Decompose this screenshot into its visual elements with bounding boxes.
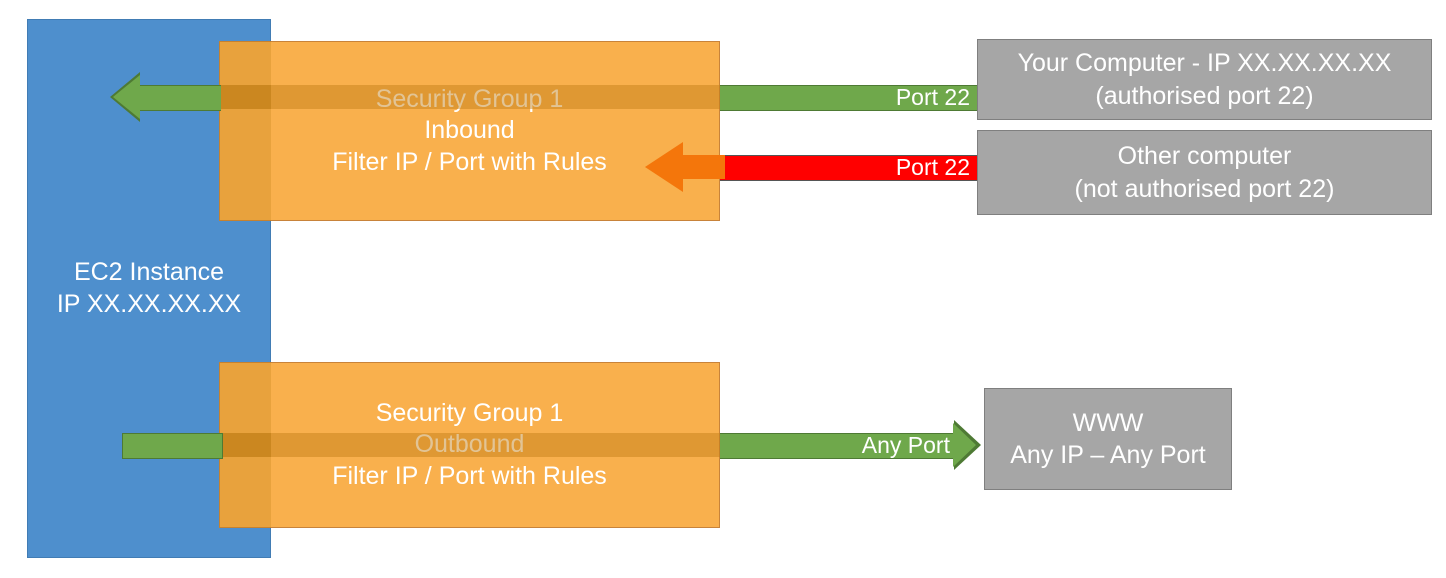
ec2-instance-label-line2: IP XX.XX.XX.XX xyxy=(56,289,242,318)
blocked-inbound-arrowhead xyxy=(645,142,683,192)
allowed-outbound-shaft-left xyxy=(122,433,223,459)
blocked-inbound-shaft xyxy=(720,155,977,181)
sg-outbound-line3: Filter IP / Port with Rules xyxy=(332,461,607,490)
allowed-outbound-shaft-right xyxy=(720,433,955,459)
sg-inbound-line1: Security Group 1 xyxy=(375,85,564,114)
security-group-inbound-box: Security Group 1 Inbound Filter IP / Por… xyxy=(219,41,720,221)
allowed-outbound-port-label: Any Port xyxy=(861,431,950,458)
your-computer-line2: (authorised port 22) xyxy=(1095,81,1314,110)
your-computer-line1: Your Computer - IP XX.XX.XX.XX xyxy=(1017,49,1392,77)
www-box: WWW Any IP – Any Port xyxy=(984,388,1232,490)
other-computer-box: Other computer (not authorised port 22) xyxy=(977,130,1432,215)
allowed-inbound-arrowhead xyxy=(113,75,140,119)
allowed-outbound-arrowhead xyxy=(953,423,976,467)
other-computer-line2: (not authorised port 22) xyxy=(1074,174,1335,203)
your-computer-box: Your Computer - IP XX.XX.XX.XX (authoris… xyxy=(977,39,1432,120)
blocked-inbound-arrow-shaft xyxy=(680,155,725,179)
security-group-outbound-box: Security Group 1 Outbound Filter IP / Po… xyxy=(219,362,720,528)
allowed-inbound-shaft-right xyxy=(720,85,977,111)
sg-outbound-line2: Outbound xyxy=(414,430,525,459)
allowed-inbound-port-label: Port 22 xyxy=(895,83,970,110)
blocked-inbound-port-label: Port 22 xyxy=(895,153,970,180)
allowed-inbound-shaft-left xyxy=(137,85,221,111)
www-line1: WWW xyxy=(1072,408,1144,437)
ec2-instance-label-line1: EC2 Instance xyxy=(73,258,225,287)
sg-outbound-line1: Security Group 1 xyxy=(375,399,564,428)
sg-inbound-line2: Inbound xyxy=(424,116,515,145)
www-line2: Any IP – Any Port xyxy=(1010,441,1206,469)
sg-inbound-line3: Filter IP / Port with Rules xyxy=(332,147,607,176)
other-computer-line1: Other computer xyxy=(1117,142,1292,170)
